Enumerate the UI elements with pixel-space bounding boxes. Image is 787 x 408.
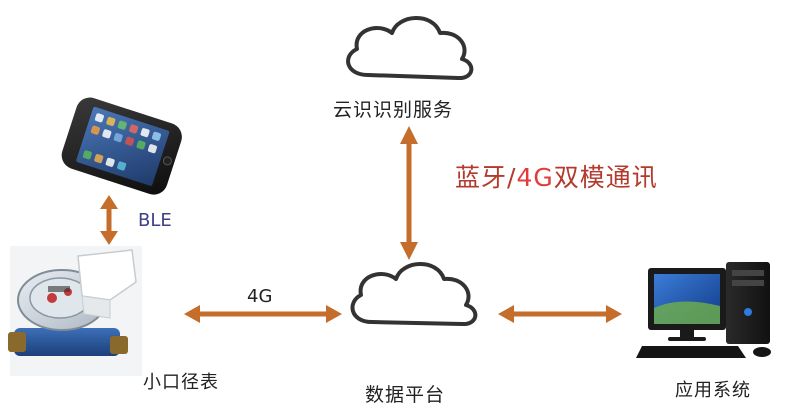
comm-label-4g: 4G — [516, 163, 554, 192]
cloud-service-label: 云识识别服务 — [333, 99, 454, 121]
ble-arrow — [100, 195, 118, 245]
data-platform-label: 数据平台 — [365, 384, 446, 406]
cloud-platform-arrow — [400, 126, 418, 260]
app-system-label: 应用系统 — [675, 380, 751, 401]
4g-link-label: 4G — [247, 286, 273, 307]
dual-mode-comm-label: 蓝牙/4G双模通讯 — [455, 158, 658, 194]
platform-app-arrow — [498, 305, 622, 323]
desktop-computer-icon — [636, 262, 771, 358]
meter-label: 小口径表 — [143, 372, 219, 393]
comm-label-prefix: 蓝牙/ — [455, 163, 517, 192]
comm-label-suffix: 双模通讯 — [553, 163, 658, 192]
meter-platform-arrow — [184, 305, 342, 323]
smartphone-icon — [61, 97, 182, 195]
data-platform-cloud-icon — [350, 262, 478, 326]
cloud-icon — [346, 16, 474, 80]
ble-link-label: BLE — [138, 210, 172, 231]
water-meter-icon — [8, 246, 142, 376]
